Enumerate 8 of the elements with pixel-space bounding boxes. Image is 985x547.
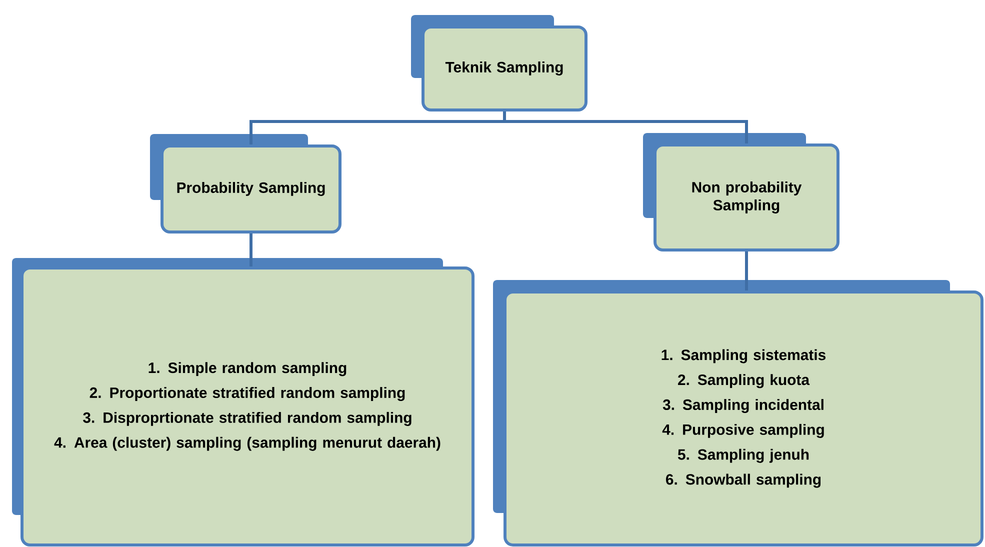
list-box: 1. Sampling sistematis 2. Sampling kuota 3. Sampling incidental 4. Purposive sampling 5. Sampling jenuh 6. Snowball sampling <box>493 280 984 546</box>
connector-line <box>250 233 252 266</box>
connector-line <box>745 251 748 290</box>
category-box: Probability Sampling <box>150 134 342 234</box>
category-box: Non probability Sampling <box>643 132 840 252</box>
title-box: Teknik Sampling <box>411 15 588 112</box>
list-box: 1. Simple random sampling 2. Proportionate stratified random sampling 3. Disproprtionate stratified random sampling 4. Area (cluster) sampling (sampling menurut daerah) <box>12 258 474 546</box>
connector-line <box>503 111 748 144</box>
